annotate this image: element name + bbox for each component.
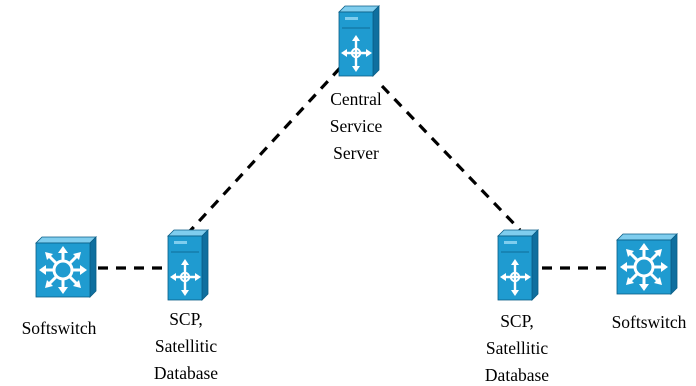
scp-left-node[interactable]: SCP, Satellitic Database bbox=[154, 228, 218, 383]
server-router-icon bbox=[496, 228, 540, 302]
scp-left-label-line-1: SCP, bbox=[169, 309, 203, 329]
scp-right-label-line-1: SCP, bbox=[500, 311, 534, 331]
scp-left-label-line-3: Database bbox=[154, 363, 218, 383]
server-router-icon bbox=[337, 4, 381, 78]
softswitch-right-label: Softswitch bbox=[612, 312, 687, 332]
softswitch-left-label: Softswitch bbox=[22, 318, 97, 338]
scp-right-node[interactable]: SCP, Satellitic Database bbox=[485, 228, 549, 385]
central-service-server[interactable]: Central Service Server bbox=[330, 4, 383, 163]
softswitch-left-node[interactable]: Softswitch bbox=[22, 235, 98, 338]
central-label-line-1: Central bbox=[330, 89, 382, 109]
link-central-to-scp-right bbox=[380, 84, 522, 232]
multilayer-switch-icon bbox=[615, 232, 679, 296]
scp-right-label-line-3: Database bbox=[485, 365, 549, 385]
scp-right-label-line-2: Satellitic bbox=[486, 338, 548, 358]
central-label-line-2: Service bbox=[330, 116, 383, 136]
central-label-line-3: Server bbox=[333, 143, 379, 163]
server-router-icon bbox=[166, 228, 210, 302]
softswitch-right-node[interactable]: Softswitch bbox=[612, 232, 687, 332]
scp-left-label-line-2: Satellitic bbox=[155, 336, 217, 356]
multilayer-switch-icon bbox=[34, 235, 98, 299]
link-central-to-scp-left bbox=[188, 66, 342, 233]
